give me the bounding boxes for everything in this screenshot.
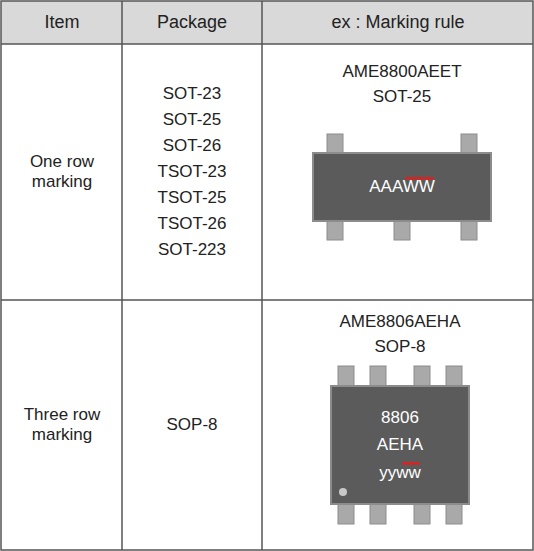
table-cell-text: TSOT-26 xyxy=(158,214,227,234)
chip-body: AAAWW xyxy=(312,152,492,222)
marking-text: AEHA xyxy=(377,431,423,458)
table-cell-text: SOT-25 xyxy=(163,110,222,130)
table-cell-text: TSOT-23 xyxy=(158,162,227,182)
table-cell-text: AME8806AEHA xyxy=(340,312,461,332)
table-cell-text: SOT-25 xyxy=(373,87,432,107)
table-cell-text: SOP-8 xyxy=(166,415,217,435)
table-cell-text: One row marking xyxy=(17,152,107,191)
table-cell-text: AME8800AEET xyxy=(342,62,461,82)
table-cell-text: SOT-23 xyxy=(163,84,222,104)
header-cell: Item xyxy=(44,12,79,33)
marking-text: yyww xyxy=(379,459,421,486)
header-cell: Package xyxy=(157,12,227,33)
header-cell: ex : Marking rule xyxy=(331,12,464,33)
marking-text: 8806 xyxy=(381,404,419,431)
table-cell-text: SOT-223 xyxy=(158,240,226,260)
table-cell-text: SOT-26 xyxy=(163,136,222,156)
table-cell-text: SOP-8 xyxy=(374,337,425,357)
header-background xyxy=(1,1,533,44)
marking-text: AAAWW xyxy=(369,173,434,200)
table-cell-text: Three row marking xyxy=(15,405,110,444)
chip-body: 8806AEHAyyww xyxy=(330,385,470,505)
table-cell-text: TSOT-25 xyxy=(158,188,227,208)
